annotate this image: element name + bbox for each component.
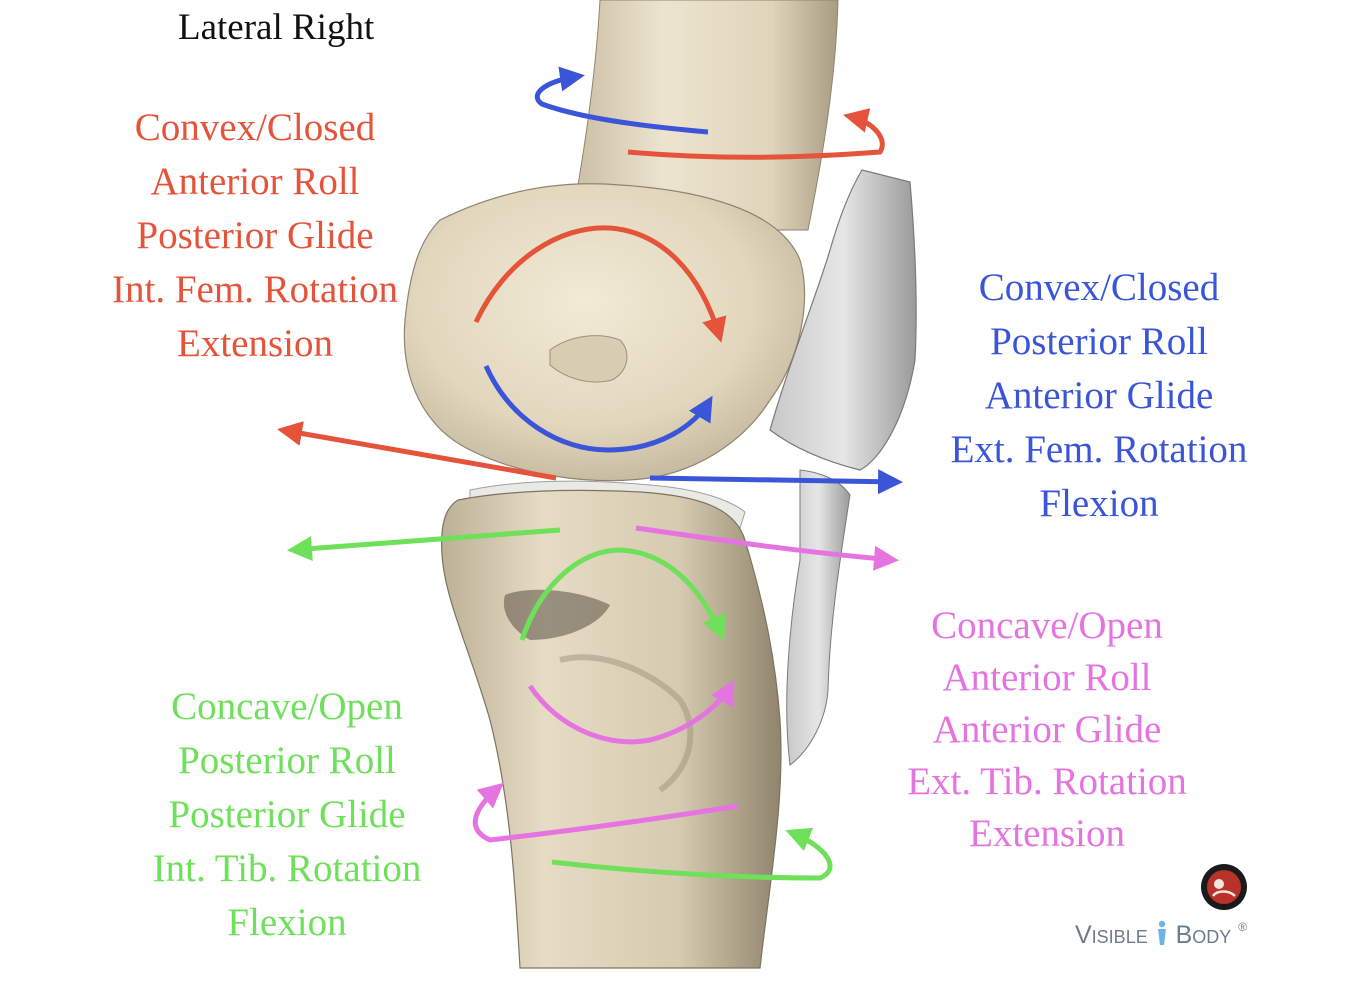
label-line: Ext. Fem. Rotation (950, 428, 1248, 471)
green-rotation-arrow (551, 827, 833, 881)
label-line: Flexion (1039, 482, 1159, 525)
label-line: Convex/Closed (134, 106, 376, 149)
logo-registered-mark: ® (1238, 920, 1248, 934)
label-line: Posterior Roll (178, 739, 396, 782)
label-line: Ext. Tib. Rotation (907, 760, 1187, 803)
label-line: Int. Fem. Rotation (112, 268, 398, 311)
femur-condyle-notch (549, 335, 628, 383)
label-line: Concave/Open (171, 685, 403, 728)
red-rotation-arrow (627, 108, 885, 160)
label-line: Concave/Open (931, 604, 1163, 647)
tibia-extension-label: Concave/Open Anterior Roll Anterior Glid… (892, 600, 1202, 860)
label-line: Anterior Glide (984, 374, 1214, 417)
label-line: Extension (177, 322, 333, 365)
visible-body-logo: Visible Body ® (1075, 862, 1275, 962)
pink-glide-arrow (635, 525, 899, 571)
blue-rotation-arrow (534, 66, 709, 135)
red-glide-arrow (277, 421, 557, 481)
label-line: Posterior Roll (990, 320, 1208, 363)
blue-glide-arrow (649, 469, 903, 495)
blue-roll-arrow (483, 364, 713, 453)
pink-roll-arrow (527, 679, 735, 745)
pink-rotation-arrow (472, 782, 739, 843)
logo-badge-icon (1201, 864, 1247, 910)
femur-flexion-label: Convex/Closed Posterior Roll Anterior Gl… (934, 261, 1264, 531)
tibia-flexion-label: Concave/Open Posterior Roll Posterior Gl… (136, 680, 438, 950)
label-line: Anterior Roll (942, 656, 1152, 699)
green-roll-arrow (519, 547, 726, 641)
label-line: Anterior Glide (932, 708, 1162, 751)
logo-wordmark: Visible Body ® (1075, 920, 1247, 950)
femur-extension-label: Convex/Closed Anterior Roll Posterior Gl… (96, 101, 414, 371)
label-line: Extension (969, 812, 1125, 855)
human-figure-icon (1157, 920, 1166, 945)
label-line: Posterior Glide (168, 793, 406, 836)
tibia-texture (559, 654, 694, 793)
tibia-tubercle-shadow (503, 589, 610, 640)
green-glide-arrow (287, 527, 561, 561)
label-line: Anterior Roll (150, 160, 360, 203)
diagram-title: Lateral Right (178, 7, 375, 48)
logo-word-visible: Visible (1075, 921, 1148, 949)
label-line: Flexion (227, 901, 347, 944)
label-line: Posterior Glide (136, 214, 374, 257)
patellar-tendon (786, 469, 851, 766)
femur-shaft (569, 0, 839, 231)
label-line: Convex/Closed (978, 266, 1220, 309)
red-roll-arrow (473, 225, 727, 343)
label-line: Int. Tib. Rotation (152, 847, 422, 890)
logo-word-body: Body (1175, 921, 1232, 949)
patella (769, 169, 917, 471)
tibia (440, 489, 782, 969)
